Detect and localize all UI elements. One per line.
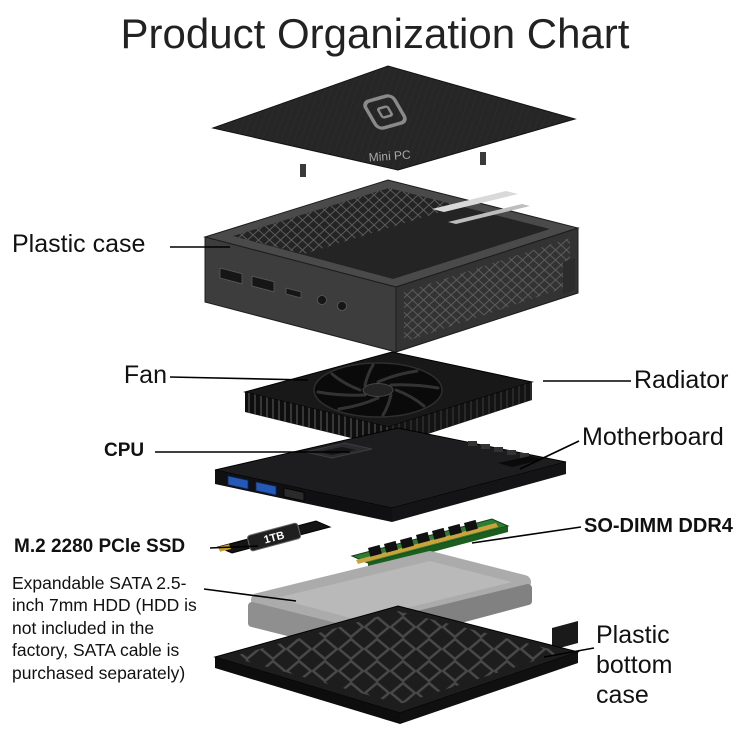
type-c-port [285, 287, 302, 299]
motherboard [214, 427, 567, 522]
ssd-label [246, 522, 302, 552]
top-lid: Mini PC [211, 65, 577, 177]
bottom-case-front [215, 657, 400, 724]
lid-brand-text: Mini PC [368, 148, 411, 165]
label-hdd-note: Expandable SATA 2.5-inch 7mm HDD (HDD is… [12, 573, 197, 683]
lid-standoff [480, 152, 486, 165]
plastic-case [203, 179, 580, 353]
bottom-case-mesh [231, 611, 562, 704]
leader-bottom-case [543, 647, 595, 658]
board-connectors [468, 441, 544, 467]
label-plastic-case: Plastic case [12, 230, 146, 258]
case-top-vents [233, 188, 460, 254]
case-side-vents [404, 238, 570, 342]
label-m2-ssd: M.2 2280 PCle SSD [14, 536, 186, 557]
hdd-top-highlight [276, 561, 512, 620]
audio-jack [317, 295, 327, 305]
leader-so-dimm [471, 526, 582, 544]
ssd-capacity-text: 1TB [263, 529, 286, 546]
label-motherboard: Motherboard [582, 423, 724, 451]
case-inner-bracket [432, 191, 518, 212]
ram-chips [368, 519, 478, 557]
audio-jack [337, 301, 347, 311]
label-so-dimm: SO-DIMM DDR4 [584, 515, 733, 537]
motherboard-right [392, 462, 566, 522]
fan-hub [362, 383, 394, 397]
label-radiator: Radiator [634, 366, 729, 394]
ram-gold-pins [356, 523, 498, 564]
radiator-fins [245, 392, 388, 447]
label-fan: Fan [123, 361, 167, 389]
leader-fan [169, 376, 309, 381]
lid-logo-icon [363, 94, 407, 130]
bottom-case-right [400, 652, 578, 724]
case-front-ports [219, 267, 347, 311]
page-title: Product Organization Chart [120, 10, 630, 57]
cpu-die [318, 447, 356, 455]
case-top-opening [233, 188, 550, 279]
plastic-bottom-case [213, 605, 580, 724]
leader-hdd [203, 588, 297, 602]
motherboard-top [214, 427, 567, 509]
label-bottom-case: Plastic bottom case [596, 621, 673, 709]
usb-port [251, 275, 275, 293]
leader-motherboard [519, 440, 580, 470]
label-cpu: CPU [104, 440, 145, 461]
leader-lines [155, 246, 631, 658]
leader-m2-ssd [209, 545, 259, 549]
io-port [283, 487, 305, 502]
lid-standoff [300, 164, 306, 177]
case-inner-bracket [448, 204, 530, 224]
usb-headers [227, 475, 305, 502]
usb3-port [227, 475, 249, 490]
m2-ssd: 1TB [216, 520, 332, 554]
bottom-case-tab [552, 621, 578, 650]
usb-port [219, 267, 243, 285]
fan-rotor [313, 362, 443, 418]
case-side-tab [563, 258, 575, 294]
usb3-port [255, 481, 277, 496]
fan-radiator-assembly [243, 351, 534, 447]
